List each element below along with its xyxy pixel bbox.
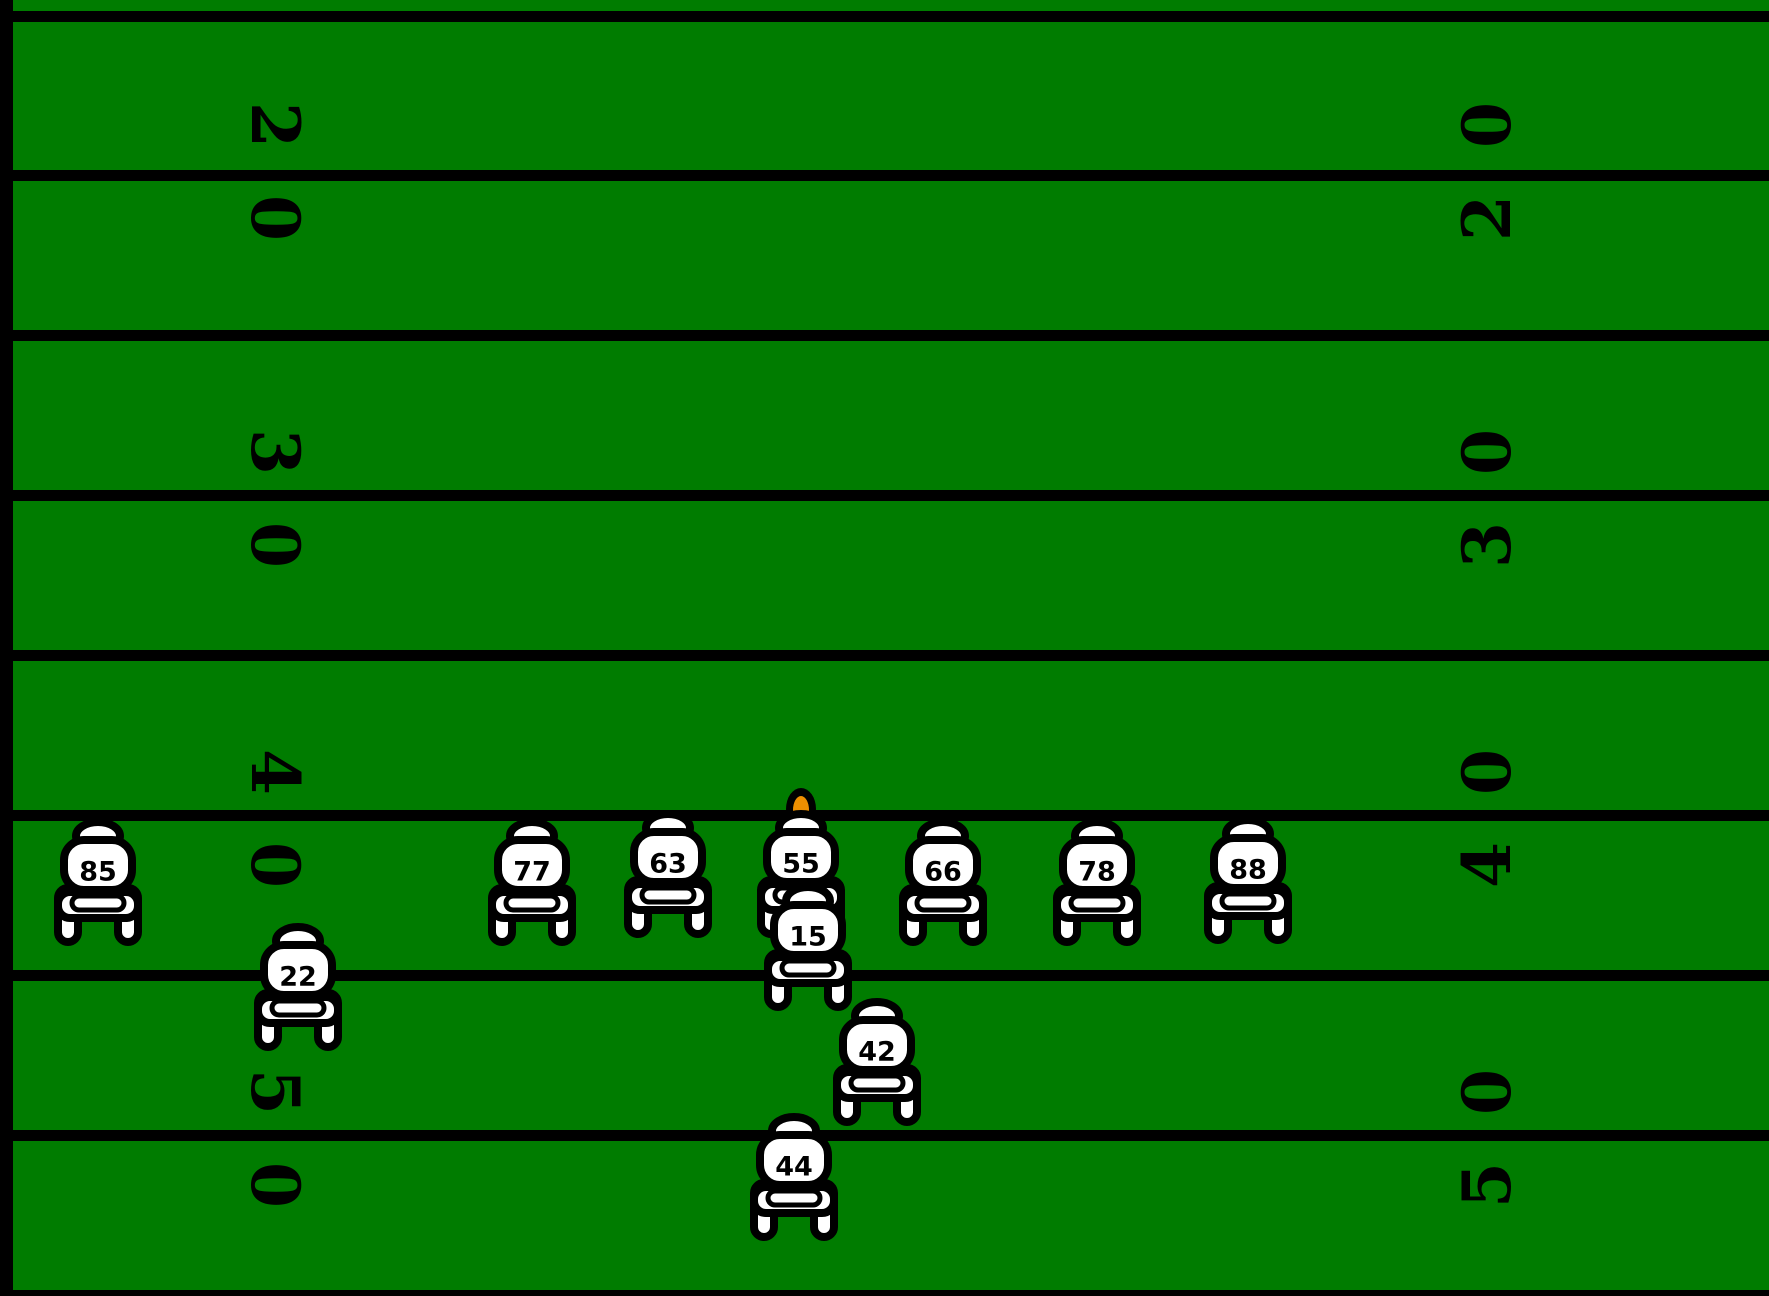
sideline bbox=[0, 0, 13, 1296]
jersey-number: 42 bbox=[858, 1037, 896, 1068]
yard-number-digit: 0 bbox=[236, 522, 314, 568]
yard-number-digit: 0 bbox=[1448, 749, 1526, 795]
yard-line bbox=[0, 1130, 1769, 1141]
jersey-number: 78 bbox=[1078, 857, 1116, 888]
jersey-number: 77 bbox=[513, 857, 551, 888]
yard-number-digit: 5 bbox=[1448, 1162, 1526, 1208]
yard-number-digit: 3 bbox=[1448, 522, 1526, 568]
yard-line bbox=[0, 11, 1769, 22]
jersey-number: 22 bbox=[279, 962, 317, 993]
yard-number-digit: 0 bbox=[1448, 102, 1526, 148]
yard-number-digit: 0 bbox=[236, 1162, 314, 1208]
yard-number-digit: 0 bbox=[236, 842, 314, 888]
jersey-number: 44 bbox=[775, 1152, 813, 1183]
jersey-number: 88 bbox=[1229, 855, 1267, 886]
yard-number-digit: 0 bbox=[236, 195, 314, 241]
yard-number-digit: 0 bbox=[1448, 429, 1526, 475]
yard-number-digit: 3 bbox=[236, 429, 314, 475]
jersey-number: 85 bbox=[79, 857, 117, 888]
yard-line bbox=[0, 810, 1769, 821]
yard-number-digit: 5 bbox=[236, 1069, 314, 1115]
yard-number-digit: 2 bbox=[1448, 195, 1526, 241]
yard-line bbox=[0, 490, 1769, 501]
yard-number-digit: 4 bbox=[236, 749, 314, 795]
jersey-number: 15 bbox=[789, 922, 827, 953]
yard-line bbox=[0, 650, 1769, 661]
jersey-number: 63 bbox=[649, 849, 687, 880]
yard-number-digit: 2 bbox=[236, 102, 314, 148]
yard-number-digit: 0 bbox=[1448, 1069, 1526, 1115]
yard-line bbox=[0, 1290, 1769, 1296]
jersey-number: 55 bbox=[782, 849, 820, 880]
jersey-number: 66 bbox=[924, 857, 962, 888]
yard-line bbox=[0, 330, 1769, 341]
yard-line bbox=[0, 170, 1769, 181]
yard-number-digit: 4 bbox=[1448, 842, 1526, 888]
